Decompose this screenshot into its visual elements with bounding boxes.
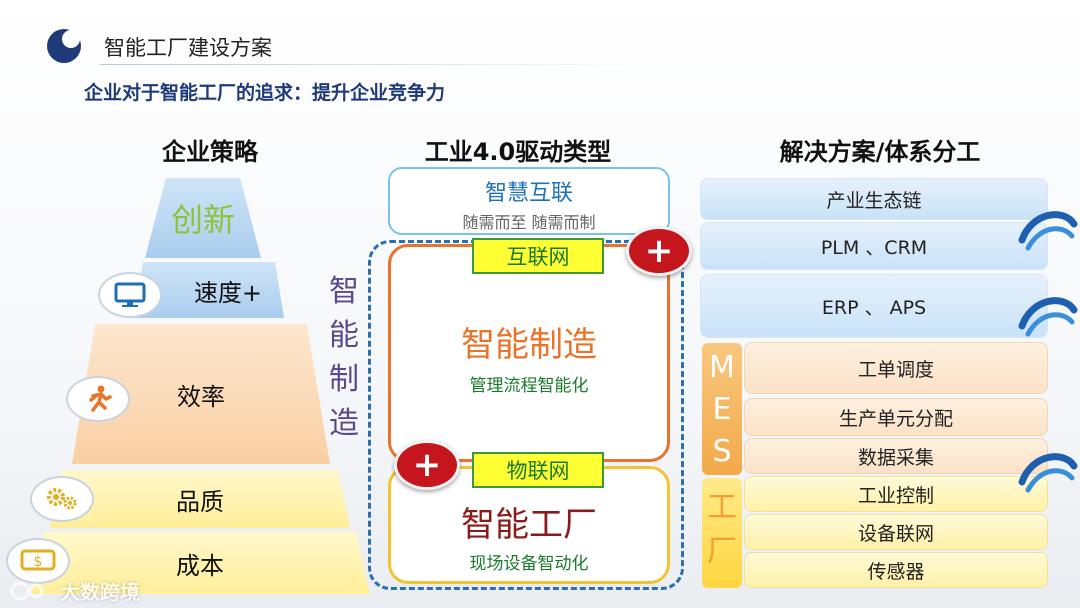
tier-label-cost: 成本 — [176, 551, 224, 580]
mes-item-scheduling: 工单调度 — [744, 342, 1048, 394]
solution-item-ecosystem: 产业生态链 — [700, 178, 1048, 220]
plus-icon: + — [626, 226, 692, 276]
mes-item-allocation: 生产单元分配 — [744, 398, 1048, 436]
smart-factory-title: 智能工厂 — [461, 505, 597, 545]
tier-label-efficiency: 效率 — [177, 382, 225, 411]
watermark-text: 大数跨境 — [60, 580, 140, 604]
solution-label: 工单调度 — [857, 358, 934, 381]
smart-manufacturing-title: 智能制造 — [461, 325, 597, 365]
column-title-industry40: 工业4.0驱动类型 — [424, 138, 612, 166]
plus-symbol: + — [644, 231, 674, 271]
solution-item-erp-aps: ERP 、 APS — [700, 274, 1048, 338]
watermark: 大数跨境 — [10, 576, 140, 605]
page-subtitle: 企业对于智能工厂的追求：提升企业竞争力 — [84, 82, 446, 104]
mes-item-data-collection: 数据采集 — [744, 438, 1048, 474]
vertical-char: 智 — [329, 274, 359, 309]
internet-tag: 互联网 — [472, 238, 604, 274]
mes-char: M — [709, 350, 735, 385]
pyramid-tier-efficiency: 效率 — [72, 324, 330, 464]
smart-interconnect-subtitle: 随需而至 随需而制 — [462, 213, 596, 232]
header-divider — [100, 64, 660, 65]
tier-label-speed: 速度+ — [193, 278, 263, 307]
smart-manufacturing-subtitle: 管理流程智能化 — [469, 376, 589, 396]
vertical-char: 造 — [329, 406, 359, 441]
swirl-icon — [1018, 211, 1078, 251]
solution-label: 传感器 — [867, 560, 925, 583]
mes-char: E — [712, 392, 732, 427]
pyramid-tier-cost: 成本 — [30, 532, 370, 594]
solution-label: 数据采集 — [857, 446, 934, 469]
pyramid-tier-innovation: 创新 — [145, 178, 261, 258]
mes-label: M E S — [702, 343, 742, 475]
swirl-icon — [1018, 297, 1078, 337]
pyramid-tier-quality: 品质 — [50, 470, 350, 528]
solution-label: ERP 、 APS — [821, 296, 927, 319]
smart-interconnect-box: 智慧互联 随需而至 随需而制 — [388, 167, 670, 235]
running-person-icon — [66, 376, 130, 422]
factory-char: 厂 — [707, 534, 737, 569]
logo-icon — [47, 29, 81, 63]
vertical-label-smart-manufacturing: 智 能 制 造 — [326, 270, 362, 446]
tier-label-quality: 品质 — [176, 487, 224, 516]
solution-label: 生产单元分配 — [838, 407, 953, 430]
solution-label: 设备联网 — [857, 522, 934, 545]
factory-item-networking: 设备联网 — [744, 514, 1048, 550]
plus-icon: + — [394, 440, 460, 490]
page-title: 智能工厂建设方案 — [104, 36, 272, 60]
solution-label: 工业控制 — [857, 484, 934, 507]
factory-char: 工 — [707, 490, 737, 525]
solution-label: PLM 、CRM — [820, 236, 928, 259]
solution-label: 产业生态链 — [826, 189, 922, 212]
smart-interconnect-title: 智慧互联 — [484, 181, 573, 206]
swirl-icon — [1018, 453, 1078, 493]
solution-item-plm-crm: PLM 、CRM — [700, 222, 1048, 270]
watermark-logo-icon — [10, 581, 44, 600]
factory-item-sensor: 传感器 — [744, 552, 1048, 588]
svg-text:$: $ — [34, 554, 43, 570]
iot-tag: 物联网 — [472, 452, 604, 488]
smart-factory-subtitle: 现场设备智动化 — [469, 554, 589, 574]
column-title-strategy: 企业策略 — [162, 138, 258, 166]
monitor-icon — [98, 272, 162, 318]
smart-manufacturing-box: 智能制造 管理流程智能化 — [388, 244, 670, 462]
tier-label-innovation: 创新 — [170, 201, 235, 239]
vertical-char: 制 — [329, 362, 359, 397]
money-icon: $ — [6, 538, 70, 584]
factory-label: 工 厂 — [702, 478, 742, 588]
plus-symbol: + — [412, 445, 442, 485]
mes-char: S — [712, 434, 732, 469]
gears-icon — [30, 476, 94, 522]
factory-item-control: 工业控制 — [744, 476, 1048, 512]
column-title-solution: 解决方案/体系分工 — [779, 138, 981, 166]
vertical-char: 能 — [329, 318, 359, 353]
